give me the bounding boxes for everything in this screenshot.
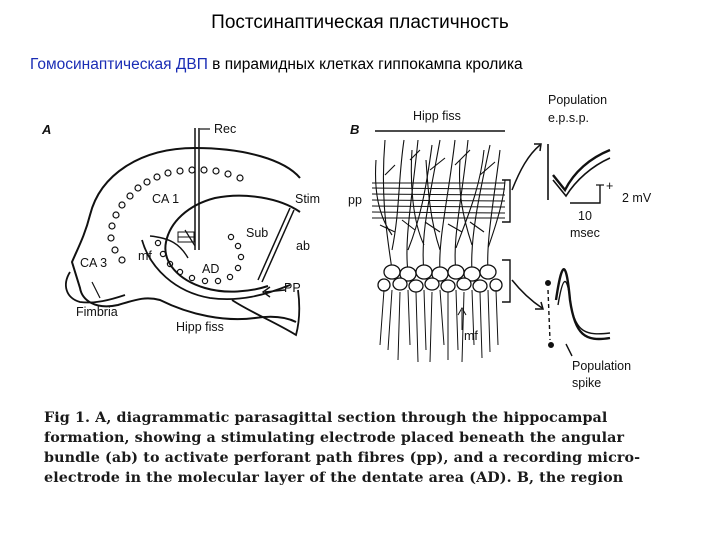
- figure-caption: Fig 1. A, diagrammatic parasagittal sect…: [44, 408, 676, 488]
- fimbria-label: Fimbria: [76, 305, 118, 319]
- cell-bodies: [377, 264, 503, 293]
- plus-sign: +: [606, 179, 613, 193]
- slide-subtitle: Гомосинаптическая ДВП в пирамидных клетк…: [30, 56, 523, 74]
- spike-trace: [545, 268, 611, 357]
- caption-line: electrode in the molecular layer of the …: [44, 470, 624, 486]
- scale-ms-2: msec: [570, 226, 600, 240]
- subtitle-rest: в пирамидных клетках гиппокампа кролика: [207, 56, 523, 73]
- mf-label-b: mf: [464, 329, 478, 343]
- mf-label: mf: [138, 249, 152, 263]
- slide-title: Постсинаптическая пластичность: [211, 12, 509, 33]
- pp-arrow: [261, 286, 286, 298]
- ca1-label: CA 1: [152, 192, 179, 206]
- ab-label: ab: [296, 239, 310, 253]
- pointer-arrows: [511, 143, 544, 310]
- panel-b-label: B: [350, 122, 359, 137]
- caption-line: bundle (ab) to activate perforant path f…: [44, 450, 641, 466]
- mf-arrow: [149, 235, 189, 259]
- dentate-curve: [141, 239, 291, 301]
- panel-a-label: A: [41, 122, 51, 137]
- hippocampus-figure: A Rec Stim CA 1 CA 3 Sub ab mf AD PP Fim…: [41, 93, 652, 390]
- fimbria-pointer: [91, 281, 101, 299]
- epsp-label-2: e.p.s.p.: [548, 111, 589, 125]
- hipp-fiss-wedge: [231, 289, 301, 337]
- brackets: [502, 179, 511, 303]
- ad-label: AD: [202, 262, 219, 276]
- sub-label: Sub: [246, 226, 268, 240]
- spike-label-2: spike: [572, 376, 601, 390]
- spike-label-1: Population: [572, 359, 631, 373]
- epsp-trace: [547, 144, 611, 204]
- recording-site: [177, 231, 195, 243]
- rec-label: Rec: [214, 122, 236, 136]
- perforant-fibres: [371, 182, 506, 219]
- ca-cell-dots: [107, 166, 245, 285]
- subtitle-highlight: Гомосинаптическая ДВП: [30, 56, 208, 73]
- pp-label-a: PP: [284, 281, 301, 295]
- ca3-label: CA 3: [80, 256, 107, 270]
- electrodes: [91, 128, 295, 299]
- stim-electrode: [257, 207, 291, 281]
- caption-line: Fig 1. A, diagrammatic parasagittal sect…: [44, 410, 608, 426]
- scale-ms-1: 10: [578, 209, 592, 223]
- dendrite-tree: [375, 139, 506, 273]
- scale-mv: 2 mV: [622, 191, 652, 205]
- axons: [379, 289, 499, 363]
- caption-line: formation, showing a stimulating electro…: [44, 430, 625, 446]
- inner-fissure: [164, 194, 301, 293]
- stim-label: Stim: [295, 192, 320, 206]
- panel-b: B Hipp fiss pp mf: [348, 93, 652, 390]
- epsp-label-1: Population: [548, 93, 607, 107]
- hipp-fiss-label-a: Hipp fiss: [176, 320, 224, 334]
- pp-label-b: pp: [348, 193, 362, 207]
- hipp-fiss-label-b: Hipp fiss: [413, 109, 461, 123]
- fimbria-lobe: [65, 271, 126, 304]
